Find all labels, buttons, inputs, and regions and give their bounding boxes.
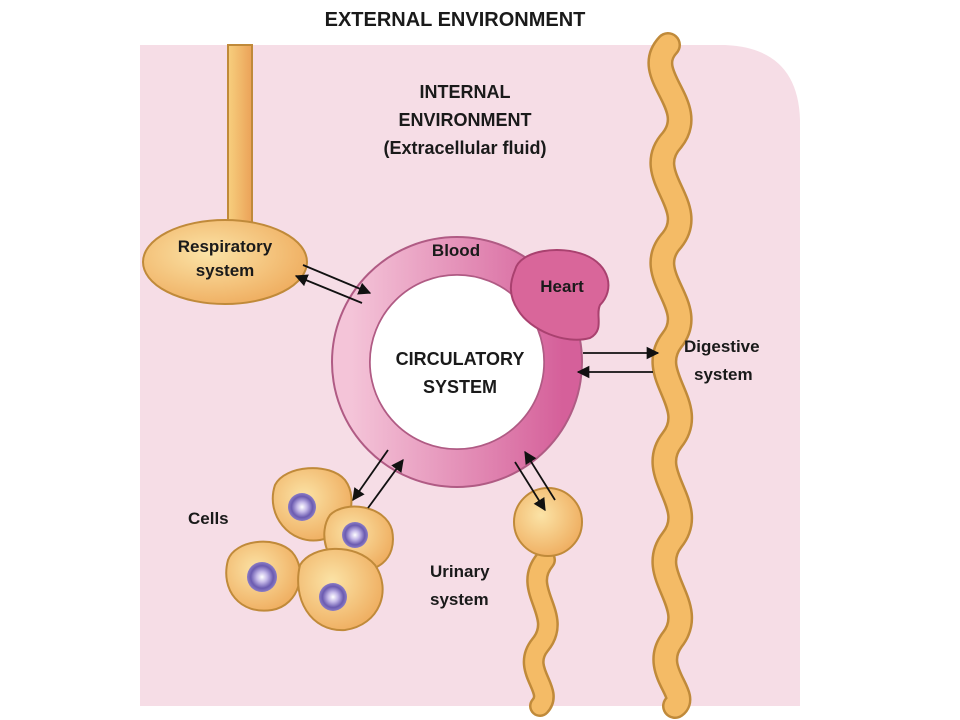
digestive-label-2: system <box>694 365 753 384</box>
arrow-cells-in <box>352 449 389 502</box>
heart-shape <box>509 249 610 341</box>
internal-environment-label-3: (Extracellular fluid) <box>383 138 546 158</box>
cells-label: Cells <box>188 509 229 528</box>
internal-environment-label-2: ENVIRONMENT <box>398 110 531 130</box>
arrow-respiratory-out <box>294 274 363 304</box>
urinary-tube-fill <box>525 551 557 715</box>
internal-environment-label-1: INTERNAL <box>420 82 511 102</box>
respiratory-label-1: Respiratory <box>178 237 273 256</box>
diagram-title: EXTERNAL ENVIRONMENT <box>325 9 586 31</box>
respiratory-organ <box>142 219 308 305</box>
digestive-label-1: Digestive <box>684 337 760 356</box>
heart-label: Heart <box>540 277 584 296</box>
urinary-organ <box>513 487 583 557</box>
blood-label: Blood <box>432 241 480 260</box>
circulation-ring-fill <box>333 238 581 486</box>
cell-3-nucleus <box>247 562 277 592</box>
exchange-arrows <box>294 264 660 512</box>
urinary-label-1: Urinary <box>430 562 490 581</box>
cells-group <box>225 467 394 632</box>
arrow-urinary-in <box>514 461 546 512</box>
circulatory-label-1: CIRCULATORY <box>396 349 525 369</box>
arrow-cells-out <box>367 458 404 509</box>
cell-4-nucleus <box>319 583 347 611</box>
respiratory-label-2: system <box>196 261 255 280</box>
circulation-inner <box>369 274 545 450</box>
cell-2-nucleus <box>342 522 368 548</box>
arrow-respiratory-in <box>302 264 372 295</box>
arrow-urinary-out <box>524 450 556 501</box>
cell-1-nucleus <box>288 493 316 521</box>
urinary-label-2: system <box>430 590 489 609</box>
respiratory-tube <box>227 44 253 246</box>
circulatory-label-2: SYSTEM <box>423 377 497 397</box>
digestive-tract-fill <box>650 34 691 717</box>
